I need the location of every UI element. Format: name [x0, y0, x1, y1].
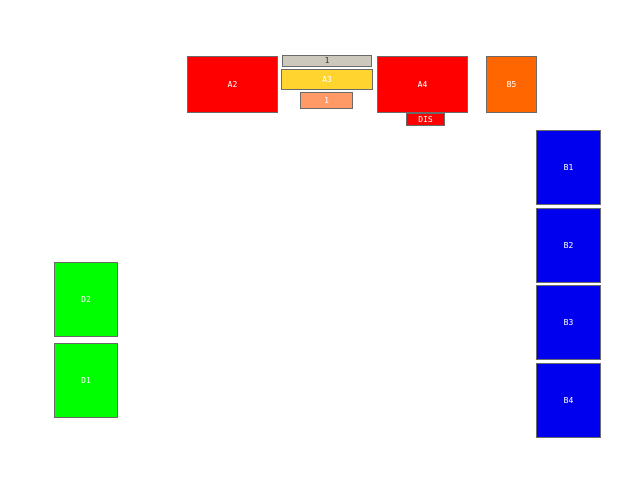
block-b3[interactable]: B3 [536, 285, 601, 360]
block-a2-label: A2 [227, 79, 238, 89]
block-a3[interactable]: A3 [281, 69, 373, 90]
block-b2-label: B2 [563, 240, 574, 250]
block-b4-label: B4 [563, 395, 574, 405]
block-small-1-top[interactable]: 1 [282, 55, 372, 67]
block-b5[interactable]: B5 [486, 56, 537, 113]
block-d1-label: D1 [81, 375, 91, 385]
block-b2[interactable]: B2 [536, 208, 601, 283]
block-b5-label: B5 [506, 79, 517, 89]
block-a3-label: A3 [322, 74, 332, 84]
block-a4-label: A4 [417, 79, 428, 89]
block-b1-label: B1 [563, 162, 574, 172]
block-d2[interactable]: D2 [54, 262, 118, 337]
block-d1[interactable]: D1 [54, 343, 118, 418]
block-b3-label: B3 [563, 317, 574, 327]
block-b1[interactable]: B1 [536, 130, 601, 205]
block-small-1-top-label: 1 [324, 56, 330, 65]
block-a4[interactable]: A4 [377, 56, 468, 113]
block-b4[interactable]: B4 [536, 363, 601, 438]
block-small-1-bottom[interactable]: 1 [300, 92, 353, 109]
block-a2[interactable]: A2 [187, 56, 278, 113]
block-d2-label: D2 [81, 294, 91, 304]
block-dis-label: DIS [418, 114, 433, 124]
block-dis[interactable]: DIS [406, 113, 445, 126]
block-small-1-bottom-label: 1 [324, 95, 329, 105]
